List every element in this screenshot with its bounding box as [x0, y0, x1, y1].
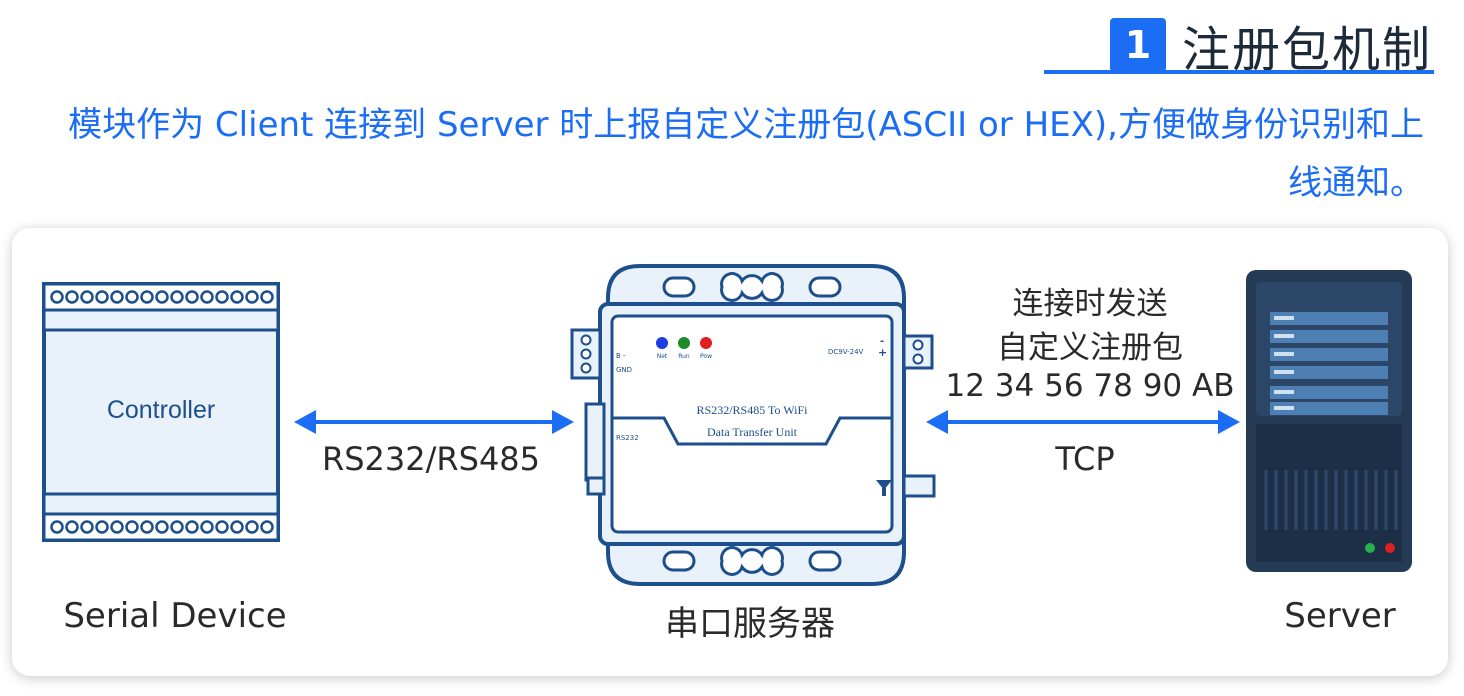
net-led-icon — [656, 337, 668, 349]
register-payload: 12 34 56 78 90 AB — [945, 368, 1235, 404]
send-note-line1: 连接时发送 — [1012, 286, 1168, 322]
serial-device-label: Serial Device — [63, 596, 287, 636]
server-label: Server — [1284, 596, 1396, 636]
rs232-port-label: RS232 — [616, 434, 639, 442]
server-icon — [1246, 270, 1412, 572]
rs-link-label: RS232/RS485 — [321, 440, 541, 478]
server-status-led-icon — [1365, 543, 1375, 553]
send-note-line2: 自定义注册包 — [997, 330, 1183, 366]
section-header: 1 注册包机制 — [1109, 10, 1432, 80]
title-underline — [1044, 70, 1434, 74]
dtu-title-line1: RS232/RS485 To WiFi — [697, 403, 809, 417]
svg-text:+: + — [878, 346, 887, 359]
run-led-icon — [678, 337, 690, 349]
serial-device-icon: Controller — [42, 282, 280, 542]
power-label: DC9V-24V — [828, 348, 864, 356]
section-number-badge: 1 — [1109, 18, 1166, 72]
terminal-label: B - — [616, 352, 626, 360]
section-description: 模块作为 Client 连接到 Server 时上报自定义注册包(ASCII o… — [68, 105, 1424, 203]
dtu-label: 串口服务器 — [665, 604, 835, 644]
tcp-link-arrow — [926, 410, 1240, 434]
server-alert-led-icon — [1385, 543, 1395, 553]
dtu-title-line2: Data Transfer Unit — [707, 425, 798, 439]
gnd-label: GND — [616, 366, 632, 374]
led-net-label: Net — [657, 353, 668, 360]
led-pow-label: Pow — [700, 353, 712, 360]
svg-text:-: - — [880, 336, 884, 347]
controller-text: Controller — [107, 396, 215, 424]
led-run-label: Run — [678, 353, 690, 360]
serial-server-icon: Net Run Pow B - GND DC9V-24V - + RS232 R… — [570, 264, 936, 586]
pow-led-icon — [700, 337, 712, 349]
section-title: 注册包机制 — [1181, 22, 1432, 78]
serial-link-arrow — [294, 410, 574, 434]
tcp-link-label: TCP — [1055, 440, 1115, 478]
